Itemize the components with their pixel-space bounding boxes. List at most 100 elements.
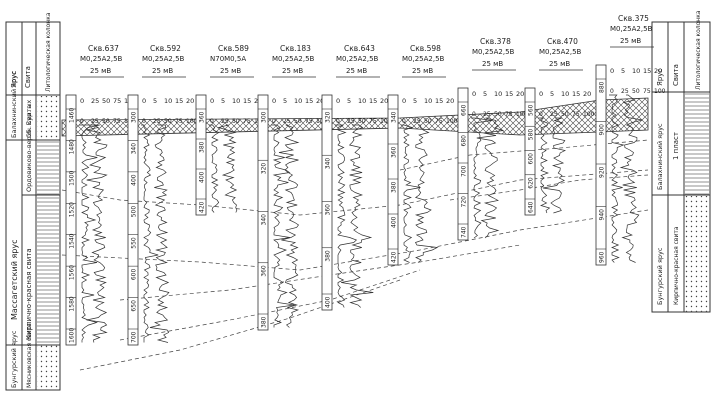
log-curve-sp: [271, 124, 295, 328]
depth-label: 700: [461, 165, 468, 177]
tick-label: 75: [572, 111, 580, 118]
tick-label: 5: [347, 97, 351, 105]
tick-label: 20: [380, 97, 388, 105]
depth-label: 700: [131, 331, 138, 343]
well-scale: 25 мВ: [282, 67, 303, 75]
tick-label: 10: [232, 97, 240, 105]
well-scale: 25 мВ: [90, 67, 111, 75]
tick-label: 75: [643, 88, 651, 95]
right-unit-stage-1: Балахнинский ярус: [656, 123, 664, 190]
right-unit-stage-2: Бунгурский ярус: [656, 247, 664, 305]
depth-label: 340: [325, 158, 332, 170]
tick-label: 10: [424, 97, 432, 105]
well-probe: M0,25A2,5B: [610, 25, 653, 33]
depth-strip: [387, 94, 399, 266]
tick-label: 5: [550, 90, 554, 98]
log-curve-resistivity: [217, 124, 238, 213]
well-probe: M0,25A2,5B: [272, 55, 315, 63]
tick-label: 25: [91, 118, 99, 125]
tick-label: 10: [294, 97, 302, 105]
tick-label: 25: [221, 118, 229, 125]
depth-strip: [195, 94, 207, 216]
left-unit-suite-4: Мясниковская свита: [26, 323, 33, 388]
left-legend: Ярус Свита Литологическая колонка Балахн…: [5, 12, 61, 391]
depth-label: 600: [528, 153, 535, 165]
tick-label: 50: [358, 118, 366, 125]
well-probe: M0,25A2,5B: [472, 48, 515, 56]
tick-label: 100: [380, 118, 392, 125]
depth-label: 360: [325, 204, 332, 216]
tick-label: 15: [435, 97, 443, 105]
tick-label: 0: [610, 67, 614, 75]
depth-label: 360: [391, 146, 398, 158]
well-scale: 25 мВ: [346, 67, 367, 75]
well-probe: M0,25A2,5B: [80, 55, 123, 63]
well-name: Скв.643: [344, 44, 375, 53]
well-name: Скв.183: [280, 44, 311, 53]
log-curve-sp: [401, 124, 421, 263]
well-name: Скв.378: [480, 37, 511, 46]
well-scale: 25 мВ: [412, 67, 433, 75]
tick-label: 75: [505, 111, 513, 118]
tick-label: 0: [402, 97, 406, 105]
depth-label: 550: [131, 237, 138, 249]
depth-label: 300: [261, 111, 268, 123]
tick-label: 75: [113, 97, 121, 105]
well-name: Скв.592: [150, 44, 181, 53]
well-probe: M0,25A2,5B: [142, 55, 185, 63]
depth-strip: [457, 87, 469, 241]
tick-label: 5: [153, 97, 157, 105]
right-header-suite: Свита: [672, 64, 680, 86]
tick-label: 100: [654, 88, 666, 95]
depth-label: 920: [599, 166, 606, 178]
well-scale: 25 мВ: [482, 60, 503, 68]
tick-label: 20: [583, 90, 591, 98]
tick-label: 0: [272, 118, 276, 125]
tick-label: 75: [305, 118, 313, 125]
depth-strip: [321, 94, 333, 311]
depth-label: 650: [131, 300, 138, 312]
tick-label: 25: [621, 88, 629, 95]
tick-label: 25: [413, 118, 421, 125]
depth-label: 600: [131, 269, 138, 281]
tick-label: 15: [369, 97, 377, 105]
left-unit-suite-1: Сб. Бур. ых: [25, 100, 33, 138]
depth-label: 380: [261, 316, 268, 328]
log-curve-resistivity: [414, 124, 439, 263]
left-header-stage: Ярус: [10, 71, 18, 88]
well-scale: 25 мВ: [220, 67, 241, 75]
depth-label: 660: [461, 104, 468, 116]
tick-label: 25: [347, 118, 355, 125]
depth-label: 380: [325, 250, 332, 262]
depth-label: 1460: [69, 108, 76, 123]
log-curve-resistivity: [278, 124, 300, 328]
depth-label: 420: [391, 251, 398, 263]
depth-label: 360: [199, 111, 206, 123]
tick-label: 5: [621, 67, 625, 75]
depth-label: 380: [199, 141, 206, 153]
depth-label: 1560: [69, 265, 76, 280]
log-curve-resistivity: [542, 117, 567, 214]
depth-label: 360: [261, 265, 268, 277]
tick-label: 15: [175, 97, 183, 105]
tick-label: 25: [283, 118, 291, 125]
tick-label: 0: [336, 97, 340, 105]
log-curve-sp: [538, 117, 551, 214]
tick-label: 50: [102, 97, 110, 105]
log-curve-resistivity: [619, 94, 643, 263]
depth-label: 320: [261, 163, 268, 175]
tick-label: 50: [102, 118, 110, 125]
tick-label: 100: [516, 111, 528, 118]
depth-label: 1600: [69, 328, 76, 343]
tick-label: 50: [232, 118, 240, 125]
log-curve-sp: [609, 94, 625, 263]
depth-label: 500: [131, 206, 138, 218]
depth-label: 940: [599, 209, 606, 221]
tick-label: 75: [369, 118, 377, 125]
tick-label: 50: [494, 111, 502, 118]
log-curve-sp: [335, 124, 358, 308]
